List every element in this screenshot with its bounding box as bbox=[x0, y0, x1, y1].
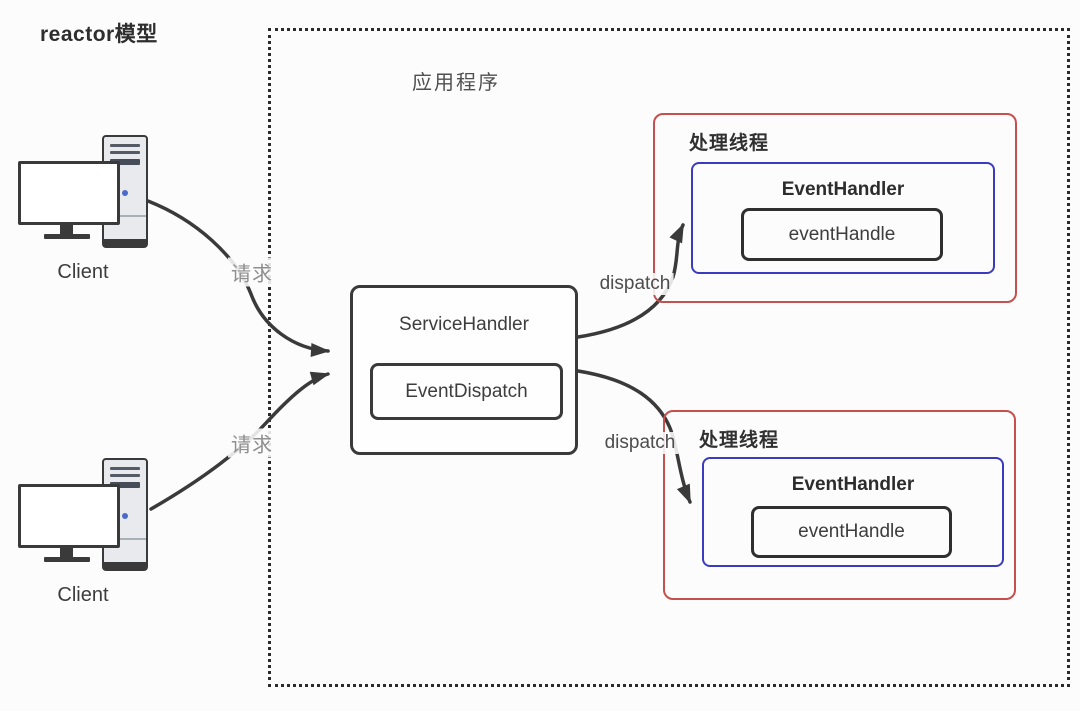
event-dispatch-box: EventDispatch bbox=[370, 363, 563, 420]
worker-thread-label: 处理线程 bbox=[689, 133, 770, 154]
service-handler-box: ServiceHandler EventDispatch bbox=[350, 285, 578, 455]
tower-power-led bbox=[122, 513, 128, 519]
event-handler-box: EventHandler eventHandle bbox=[702, 457, 1004, 567]
application-boundary-label: 应用程序 bbox=[412, 72, 500, 94]
client-label: Client bbox=[57, 584, 109, 606]
monitor-stand-base bbox=[44, 557, 90, 562]
monitor-stand-base bbox=[44, 234, 90, 239]
event-handler-label: EventHandler bbox=[791, 474, 915, 495]
event-handle-box: eventHandle bbox=[741, 208, 943, 261]
monitor-stand bbox=[60, 548, 73, 558]
event-handler-label: EventHandler bbox=[781, 179, 905, 200]
tower-panel-divider bbox=[104, 215, 146, 217]
worker-thread-box-2: 处理线程 EventHandler eventHandle bbox=[663, 410, 1016, 600]
tower-vent-slot bbox=[110, 151, 140, 154]
tower-drive-bay bbox=[110, 482, 140, 488]
tower-power-led bbox=[122, 190, 128, 196]
application-boundary-box bbox=[268, 28, 1070, 687]
request-arrow-1 bbox=[146, 199, 330, 357]
tower-base bbox=[104, 562, 146, 569]
client-label: Client bbox=[57, 261, 109, 283]
tower-vent-slot bbox=[110, 467, 140, 470]
tower-drive-bay bbox=[110, 159, 140, 165]
event-handler-box: EventHandler eventHandle bbox=[691, 162, 995, 274]
worker-thread-box-1: 处理线程 EventHandler eventHandle bbox=[653, 113, 1017, 303]
tower-base bbox=[104, 239, 146, 246]
worker-thread-label: 处理线程 bbox=[699, 430, 780, 451]
dispatch-arrow-2 bbox=[576, 369, 692, 504]
dispatch-arrow-label: dispatch bbox=[601, 432, 679, 454]
diagram-title: reactor模型 bbox=[40, 23, 158, 46]
dispatch-arrow-label: dispatch bbox=[596, 273, 674, 295]
monitor-stand bbox=[60, 225, 73, 235]
tower-panel-divider bbox=[104, 538, 146, 540]
monitor-icon bbox=[18, 161, 120, 225]
request-arrow-label: 请求 bbox=[228, 428, 276, 458]
client-node-1: Client bbox=[12, 133, 154, 293]
tower-vent-slot bbox=[110, 474, 140, 477]
client-node-2: Client bbox=[12, 456, 154, 616]
monitor-icon bbox=[18, 484, 120, 548]
request-arrow-label: 请求 bbox=[228, 257, 276, 287]
tower-vent-slot bbox=[110, 144, 140, 147]
service-handler-label: ServiceHandler bbox=[399, 314, 529, 335]
event-handle-box: eventHandle bbox=[751, 506, 952, 558]
